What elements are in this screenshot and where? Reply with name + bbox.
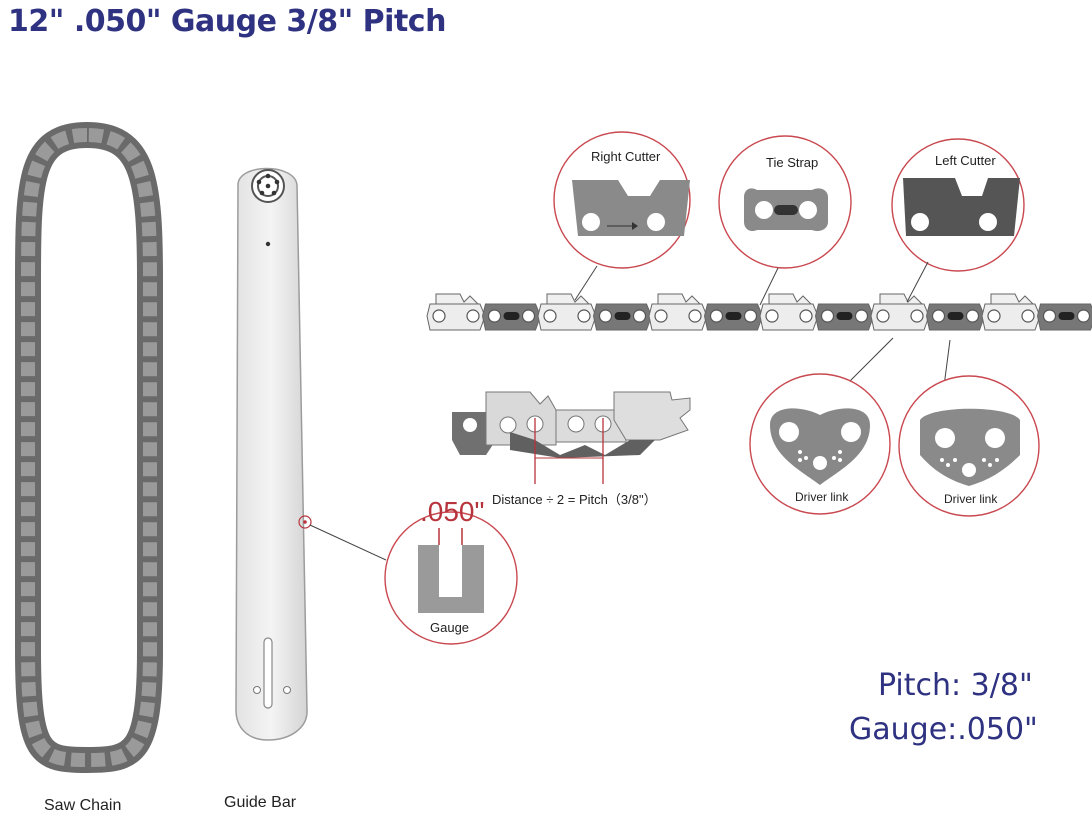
chain-link: [814, 303, 875, 331]
tie-strap-label: Tie Strap: [766, 155, 819, 170]
pitch-detail: [452, 391, 691, 484]
chain-link: [981, 293, 1041, 331]
driver-link-label-2: Driver link: [944, 492, 998, 506]
chain-link: [426, 293, 486, 331]
left-cutter-label: Left Cutter: [935, 153, 996, 168]
saw-chain-loop: [14, 121, 163, 774]
gauge-spec: Gauge:.050": [849, 712, 1038, 747]
pitch-spec: Pitch: 3/8": [878, 668, 1033, 703]
saw-chain-caption: Saw Chain: [44, 797, 122, 814]
pitch-formula: Distance ÷ 2 = Pitch（3/8"）: [492, 492, 657, 507]
chain-link: [925, 303, 986, 331]
guide-bar-caption: Guide Bar: [224, 794, 297, 811]
chain-link: [1036, 303, 1092, 331]
page-title: 12" .050" Gauge 3/8" Pitch: [8, 4, 446, 39]
left-cutter-callout: [891, 138, 1025, 272]
chain-link: [703, 303, 764, 331]
gauge-leader-line: [309, 524, 387, 561]
gauge-value: .050": [420, 496, 485, 527]
gauge-label: Gauge: [430, 620, 470, 635]
driver-link-callout-1: [749, 373, 891, 515]
tie-strap-callout: [718, 135, 852, 269]
chain-link: [759, 293, 819, 331]
gauge-callout: [384, 511, 518, 645]
guide-bar: [235, 167, 312, 741]
chain-link: [537, 293, 597, 331]
chain-link: [481, 303, 542, 331]
right-cutter-callout: [553, 131, 691, 269]
driver-link-callout-2: [898, 375, 1040, 517]
driver-link-label-1: Driver link: [795, 490, 849, 504]
right-cutter-label: Right Cutter: [591, 149, 661, 164]
chain-link: [592, 303, 653, 331]
chain-strip: [426, 293, 1092, 331]
chain-link: [870, 293, 930, 331]
chain-link: [648, 293, 708, 331]
